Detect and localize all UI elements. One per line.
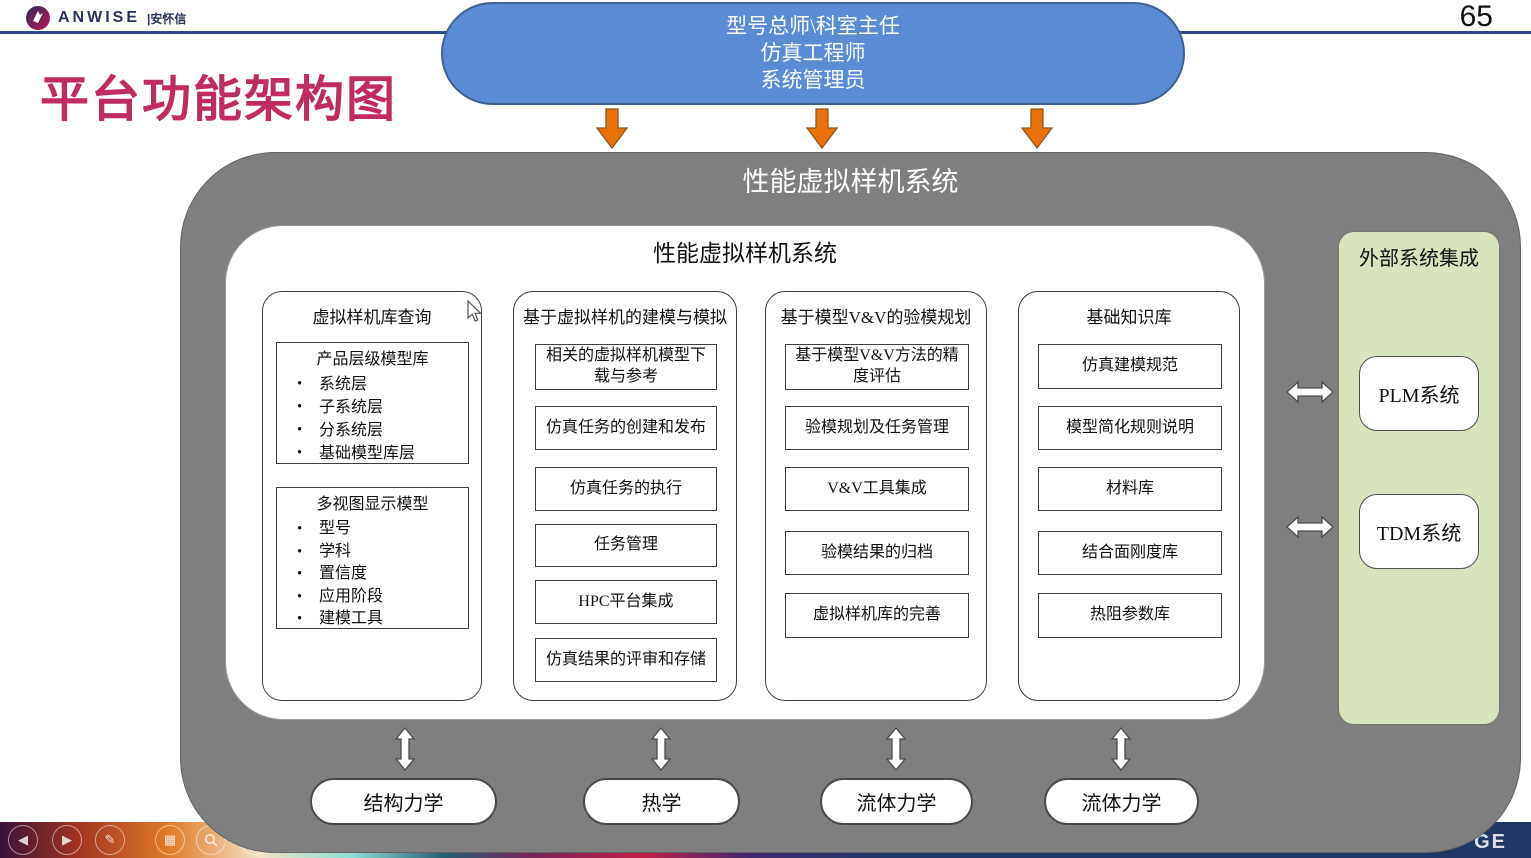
function-box: 模型简化规则说明 bbox=[1038, 406, 1222, 450]
double-arrow-vertical-icon bbox=[394, 727, 416, 771]
function-box: HPC平台集成 bbox=[535, 580, 717, 624]
column-vv-validation-planning: 基于模型V&V的验模规划 基于模型V&V方法的精度评估 验模规划及任务管理 V&… bbox=[765, 291, 987, 701]
double-arrow-horizontal-icon bbox=[1286, 380, 1334, 404]
function-box: 基于模型V&V方法的精度评估 bbox=[785, 344, 969, 390]
list-header: 产品层级模型库 bbox=[316, 351, 429, 368]
list-item: 应用阶段 bbox=[297, 586, 468, 609]
company-logo: ANWISE |安怀信 bbox=[25, 5, 186, 31]
page-number: 65 bbox=[1459, 0, 1493, 33]
role-line: 系统管理员 bbox=[760, 68, 866, 92]
discipline-box: 流体力学 bbox=[820, 778, 973, 825]
external-systems-panel: 外部系统集成 PLM系统 TDM系统 bbox=[1338, 231, 1500, 725]
discipline-box: 流体力学 bbox=[1044, 778, 1199, 825]
function-box: 验模规划及任务管理 bbox=[785, 406, 969, 450]
list-item: 学科 bbox=[297, 541, 468, 564]
inner-system-title: 性能虚拟样机系统 bbox=[653, 241, 837, 266]
list-item: 分系统层 bbox=[297, 419, 468, 442]
logo-text-en: ANWISE bbox=[58, 9, 140, 26]
slide-title: 平台功能架构图 bbox=[40, 73, 398, 127]
function-box: 仿真任务的执行 bbox=[535, 467, 717, 511]
discipline-box: 结构力学 bbox=[310, 778, 497, 825]
down-arrow-icon bbox=[805, 108, 839, 150]
function-box: 热阻参数库 bbox=[1038, 593, 1222, 638]
column-title: 虚拟样机库查询 bbox=[312, 308, 432, 327]
double-arrow-vertical-icon bbox=[650, 727, 672, 771]
column-title: 基础知识库 bbox=[1086, 308, 1172, 327]
product-level-model-lib-box: 产品层级模型库 系统层 子系统层 分系统层 基础模型库层 bbox=[276, 342, 469, 465]
pen-icon[interactable]: ✎ bbox=[95, 825, 125, 855]
list-item: 型号 bbox=[297, 518, 468, 541]
function-box: 仿真建模规范 bbox=[1038, 344, 1222, 389]
function-box: 材料库 bbox=[1038, 467, 1222, 511]
column-title: 基于虚拟样机的建模与模拟 bbox=[523, 308, 727, 327]
column-virtual-prototype-query: 虚拟样机库查询 产品层级模型库 系统层 子系统层 分系统层 基础模型库层 多视图… bbox=[262, 291, 482, 701]
double-arrow-horizontal-icon bbox=[1286, 515, 1334, 539]
list-header: 多视图显示模型 bbox=[316, 496, 429, 513]
prev-slide-icon[interactable]: ◀ bbox=[8, 825, 38, 855]
function-box: 验模结果的归档 bbox=[785, 531, 969, 575]
roles-capsule: 型号总师\科室主任 仿真工程师 系统管理员 bbox=[441, 2, 1185, 105]
column-title: 基于模型V&V的验模规划 bbox=[780, 308, 972, 327]
function-box: 虚拟样机库的完善 bbox=[785, 593, 969, 638]
discipline-box: 热学 bbox=[583, 778, 740, 825]
list-item: 系统层 bbox=[297, 373, 468, 396]
function-box: 相关的虚拟样机模型下载与参考 bbox=[535, 344, 717, 390]
column-modeling-simulation: 基于虚拟样机的建模与模拟 相关的虚拟样机模型下载与参考 仿真任务的创建和发布 仿… bbox=[513, 291, 737, 701]
down-arrow-icon bbox=[595, 108, 629, 150]
role-line: 仿真工程师 bbox=[760, 41, 866, 65]
function-box: V&V工具集成 bbox=[785, 467, 969, 511]
double-arrow-vertical-icon bbox=[885, 727, 907, 771]
function-box: 仿真任务的创建和发布 bbox=[535, 406, 717, 450]
function-box: 任务管理 bbox=[535, 524, 717, 567]
list-item: 基础模型库层 bbox=[297, 442, 468, 465]
panel-title: 外部系统集成 bbox=[1359, 248, 1479, 270]
function-box: 结合面刚度库 bbox=[1038, 531, 1222, 575]
list-item: 建模工具 bbox=[297, 608, 468, 631]
outer-system-title: 性能虚拟样机系统 bbox=[742, 167, 959, 197]
multi-view-model-box: 多视图显示模型 型号 学科 置信度 应用阶段 建模工具 bbox=[276, 487, 469, 631]
list-item: 置信度 bbox=[297, 563, 468, 586]
plm-system-box: PLM系统 bbox=[1359, 356, 1479, 431]
list-item: 子系统层 bbox=[297, 396, 468, 419]
tdm-system-box: TDM系统 bbox=[1359, 494, 1479, 569]
role-line: 型号总师\科室主任 bbox=[726, 14, 900, 38]
footer-partial-text: GE bbox=[1474, 831, 1507, 853]
logo-text-cn: |安怀信 bbox=[147, 11, 187, 26]
down-arrow-icon bbox=[1020, 108, 1054, 150]
function-box: 仿真结果的评审和存储 bbox=[535, 638, 717, 682]
mouse-cursor-icon bbox=[467, 300, 482, 322]
column-knowledge-base: 基础知识库 仿真建模规范 模型简化规则说明 材料库 结合面刚度库 热阻参数库 bbox=[1018, 291, 1240, 701]
double-arrow-vertical-icon bbox=[1110, 727, 1132, 771]
next-slide-icon[interactable]: ▶ bbox=[52, 825, 82, 855]
anwise-logo-icon bbox=[26, 6, 50, 30]
grid-view-icon[interactable]: ▦ bbox=[155, 825, 185, 855]
